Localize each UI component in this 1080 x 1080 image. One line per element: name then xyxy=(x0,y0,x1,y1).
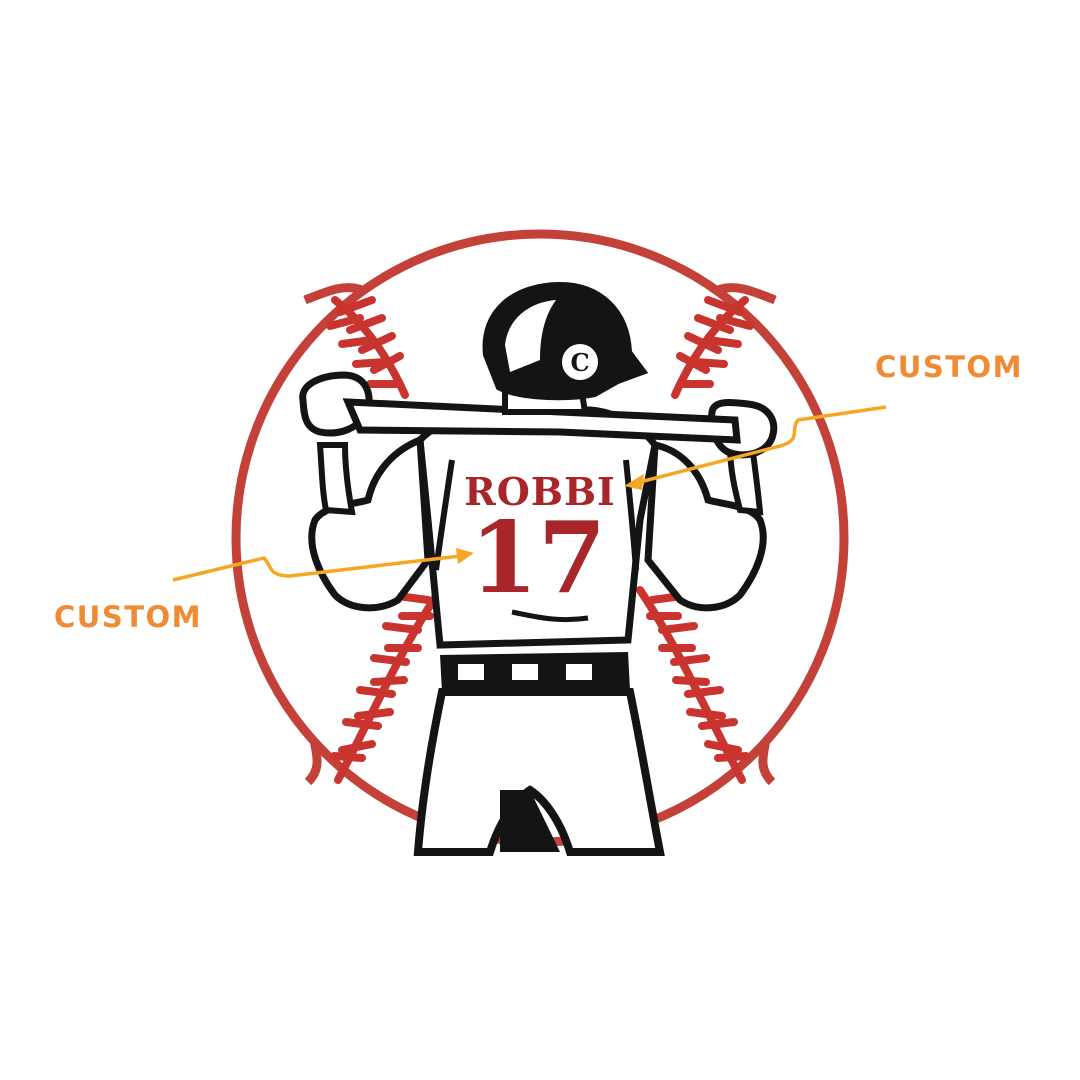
helmet-logo-patch xyxy=(558,340,602,384)
baseball-seam-top-right xyxy=(671,296,754,399)
callout-left-arrow xyxy=(172,554,461,582)
baseball-seam-bottom-right xyxy=(636,586,750,784)
callout-left: CUSTOM xyxy=(54,548,474,634)
player-right-arm xyxy=(644,440,767,612)
callout-right: CUSTOM xyxy=(624,350,1023,490)
baseball-seam-bottom-left xyxy=(330,586,444,784)
jersey-number: 17 xyxy=(470,501,606,616)
jersey-name: ROBBI xyxy=(464,469,616,514)
player-left-arm xyxy=(308,434,432,612)
player-figure: C xyxy=(299,281,778,856)
callout-right-label: CUSTOM xyxy=(875,350,1023,384)
callout-right-arrow xyxy=(639,405,887,484)
helmet-logo: C xyxy=(570,348,589,377)
callout-left-label: CUSTOM xyxy=(54,600,202,634)
player-pants xyxy=(413,688,665,856)
baseball-seam-top-left xyxy=(326,296,409,399)
